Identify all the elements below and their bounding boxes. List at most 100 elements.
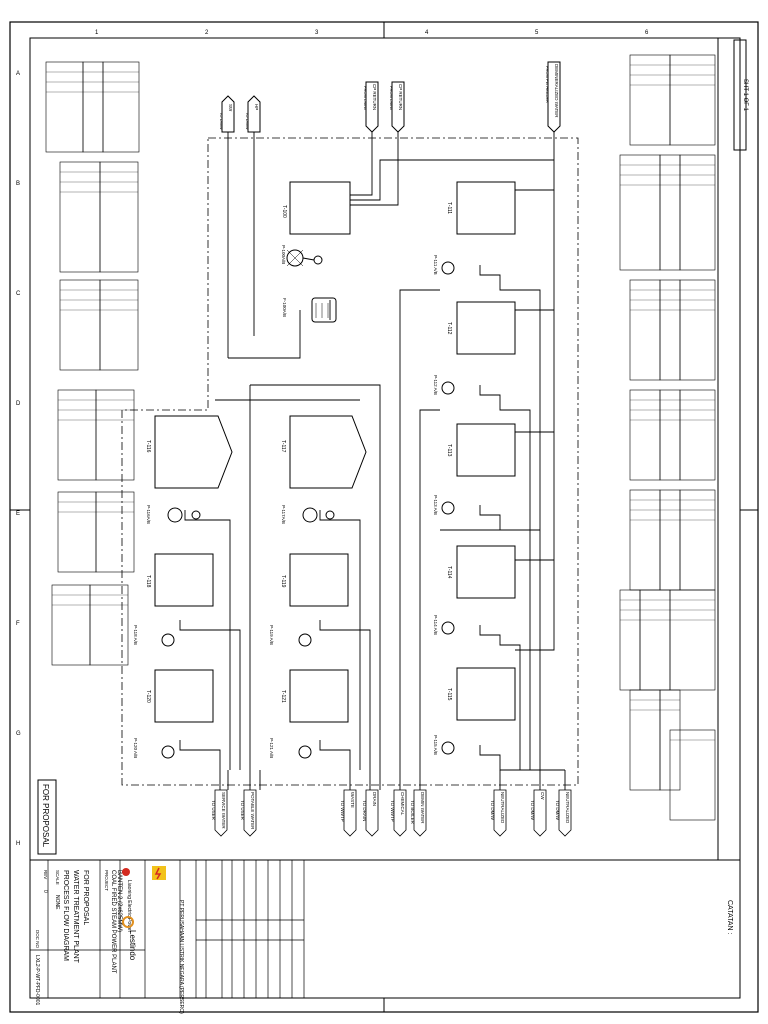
- silo-t-117: T-117 P-117A/B: [280, 415, 367, 524]
- label-t-119: T-119: [280, 575, 286, 588]
- stream-bottom-7-to: TO DM/W: [530, 800, 535, 821]
- pump-p-121: [298, 745, 312, 759]
- grid-letter-d: D: [16, 401, 21, 407]
- pump-p-113: [441, 501, 455, 515]
- right-tank-column: [441, 181, 516, 755]
- grid-letter-c: C: [16, 291, 21, 297]
- contractor-a-logo: [122, 868, 130, 876]
- stream-bottom-2-to: TO WWTP: [340, 800, 345, 822]
- tank-t-118: [154, 553, 214, 607]
- scale-value: NONE: [54, 895, 60, 910]
- svg-text:FROM DM/W: FROM DM/W: [389, 86, 394, 110]
- process-piping: [179, 132, 566, 790]
- left-data-tables: [45, 61, 140, 666]
- right-table-rows: [620, 64, 715, 741]
- pump-p-120: [161, 745, 175, 759]
- grid-number-6: 6: [645, 30, 649, 36]
- right-pump-labels: P-111 A/B P-112 A/B P-113 A/B P-114 A/B …: [433, 255, 438, 755]
- stream-bottom-4-to: TO WWTP: [390, 800, 395, 822]
- grid-number-labels: 1 2 3 4 5 6: [95, 30, 649, 36]
- sheet-tag: SHT 1 OF 1: [742, 79, 748, 112]
- svg-text:T-117: T-117: [280, 440, 286, 453]
- rev-value: 0: [42, 890, 48, 893]
- stream-bottom-3-name: DRAIN: [372, 792, 377, 806]
- grid-letter-b: B: [16, 181, 20, 187]
- title-block: [29, 859, 741, 999]
- stream-bottom-7-name: CW: [540, 792, 545, 800]
- label-p-111: P-111 A/B: [433, 255, 438, 275]
- stream-bottom-2-name: WASTE: [350, 792, 355, 808]
- label-t-121: T-121: [280, 690, 286, 703]
- stream-flag-out-top-a: SW TO DM/W: [219, 95, 235, 133]
- sheet-tag-box: SHT 1 OF 1: [733, 39, 748, 151]
- label-p-120: P-120 A/B: [133, 738, 138, 758]
- right-data-tables: [619, 54, 716, 821]
- label-p-112: P-112 A/B: [433, 375, 438, 395]
- stream-bottom-1-name: POTABLE WATER: [250, 792, 255, 830]
- right-tank-labels: T-111 T-112 T-113 T-114 T-115: [446, 202, 452, 701]
- svg-text:FROM FW HEADER: FROM FW HEADER: [545, 66, 550, 103]
- stream-flag-inlet-raw-b: CP RETURN FROM DM/W: [389, 81, 405, 133]
- svg-text:P-100A/B: P-100A/B: [281, 245, 286, 264]
- svg-text:F-100A/B: F-100A/B: [282, 298, 287, 317]
- label-t-113: T-113: [446, 444, 452, 457]
- bottom-stream-labels: SERVICE WATER TO USER POTABLE WATER TO U…: [211, 792, 570, 830]
- stream-bottom-0-name: SERVICE WATER: [221, 792, 226, 829]
- svg-text:DEMINERALIZED WATER: DEMINERALIZED WATER: [554, 64, 559, 118]
- svg-text:CP RETURN: CP RETURN: [398, 84, 403, 110]
- company-name: PT PERUSAHAAN LISTRIK NEGARA (PERSERO): [178, 900, 184, 1014]
- company-logo-icon: [152, 866, 166, 880]
- silo-t-116: T-116 P-116A/B: [145, 415, 233, 524]
- label-p-115: P-115 A/B: [433, 735, 438, 755]
- label-t-115: T-115: [446, 688, 452, 701]
- tank-t-115: [456, 667, 516, 721]
- label-p-121: P-121 A/B: [269, 738, 274, 758]
- tank-t-114: [456, 545, 516, 599]
- label-p-113: P-113 A/B: [433, 495, 438, 515]
- doc-no-label: DOC NO: [35, 930, 40, 948]
- grid-number-5: 5: [535, 30, 539, 36]
- grid-letter-f: F: [16, 621, 20, 627]
- contractor-b-logo: [122, 916, 134, 928]
- label-t-112: T-112: [446, 322, 452, 335]
- for-proposal-stamp: FOR PROPOSAL: [37, 779, 57, 855]
- svg-text:P-117A/B: P-117A/B: [281, 505, 286, 524]
- stream-bottom-1-to: TO USER: [240, 800, 245, 821]
- tank-t-100: T-100: [281, 181, 351, 235]
- pump-p-118: [161, 633, 175, 647]
- left-tank-labels: T-118 T-119 T-120 T-121: [145, 575, 286, 703]
- pump-p-112: [441, 381, 455, 395]
- stream-bottom-8-name: NEUTRALIZED: [565, 792, 570, 824]
- grid-number-2: 2: [205, 30, 209, 36]
- left-tank-block: [154, 553, 349, 759]
- scale-label: SCALE: [55, 870, 60, 885]
- stream-bottom-4-name: CHEMICAL: [400, 792, 405, 816]
- tank-t-119: [289, 553, 349, 607]
- grid-letter-g: G: [16, 731, 21, 737]
- tank-t-112: [456, 301, 516, 355]
- stream-bottom-8-to: TO DM/W: [555, 800, 560, 821]
- svg-text:TO DM/W: TO DM/W: [219, 112, 224, 130]
- svg-text:FROM DM/W: FROM DM/W: [363, 86, 368, 110]
- bottom-stream-flags: [214, 789, 572, 837]
- tank-t-113: [456, 423, 516, 477]
- pump-p-111: [441, 261, 455, 275]
- project-label: PROJECT: [104, 870, 109, 891]
- label-t-118: T-118: [145, 575, 151, 588]
- svg-text:FOR PROPOSAL: FOR PROPOSAL: [41, 784, 50, 848]
- grid-letter-a: A: [16, 71, 20, 77]
- filter-f-100: F-100A/B: [282, 297, 337, 323]
- rev-label: REV: [43, 870, 48, 879]
- stream-flag-inlet-demin: DEMINERALIZED WATER FROM FW HEADER: [545, 61, 561, 133]
- svg-text:HP: HP: [254, 104, 259, 110]
- left-table-rows: [46, 71, 139, 606]
- title-line-1: PROCESS FLOW DIAGRAM: [62, 870, 69, 961]
- label-p-114: P-114 A/B: [433, 615, 438, 635]
- grid-number-3: 3: [315, 30, 319, 36]
- label-p-119: P-119 A/B: [269, 625, 274, 645]
- title-line-2: WATER TREATMENT PLANT: [72, 870, 79, 964]
- tank-t-121: [289, 669, 349, 723]
- catatan-label: CATATAN :: [726, 900, 733, 935]
- pump-p-100: P-100A/B: [281, 245, 323, 267]
- grid-number-4: 4: [425, 30, 429, 36]
